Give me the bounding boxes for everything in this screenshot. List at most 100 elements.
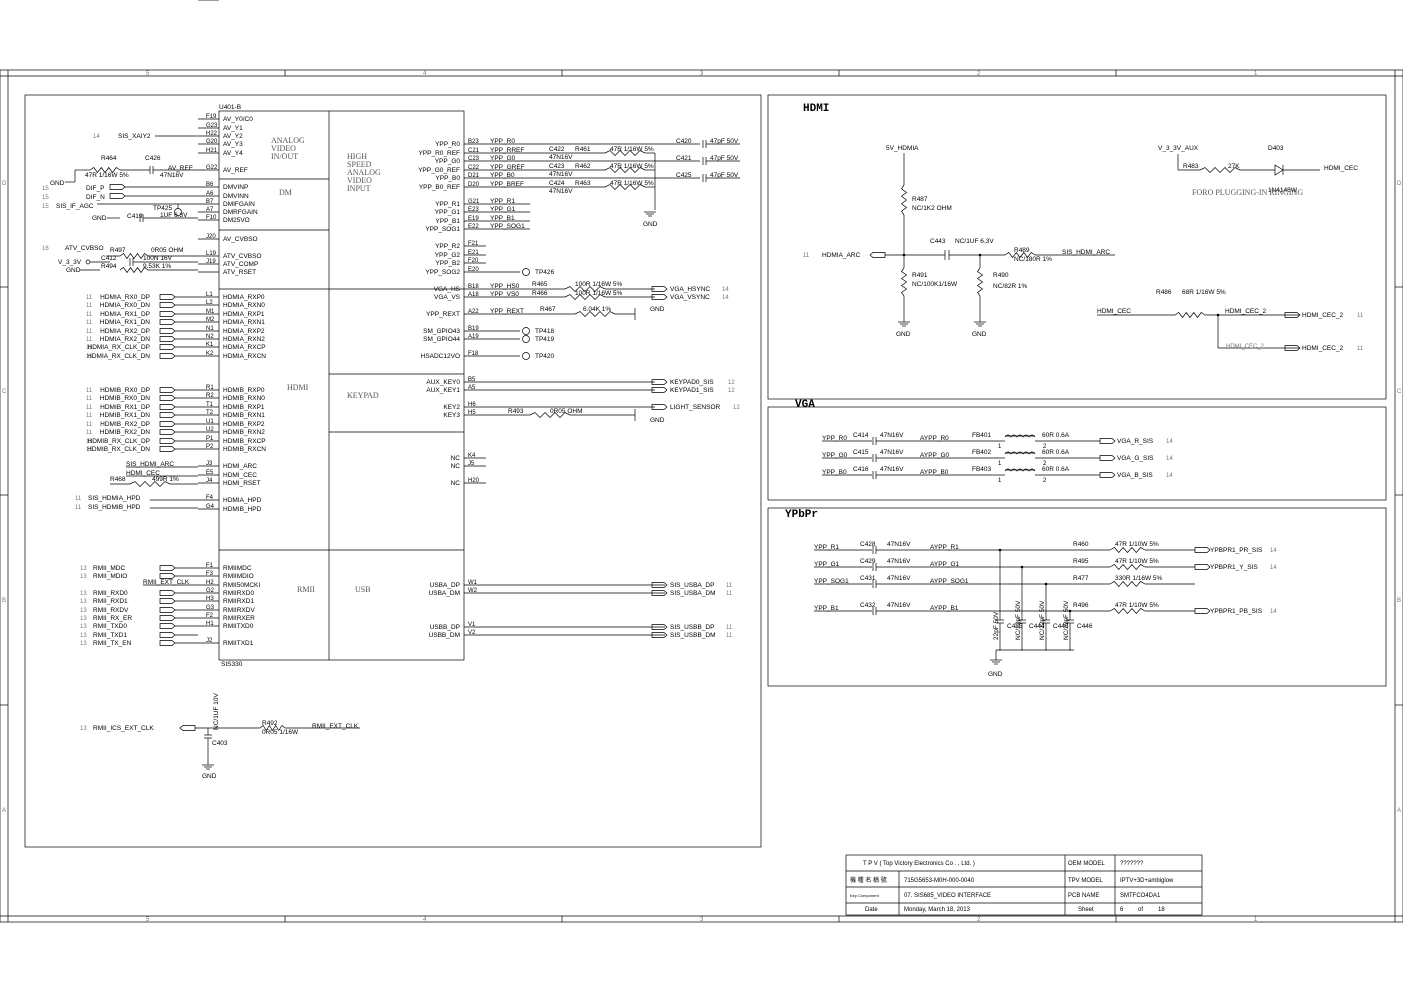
connector-rmii-ics (179, 725, 196, 731)
capacitor-c420 (702, 140, 707, 148)
sheet-ref: 11 (803, 253, 810, 259)
connector-rmii (159, 632, 176, 638)
net-label: HDMI_CEC (126, 470, 160, 477)
chip-pin-name: RMIIMDC (223, 565, 252, 572)
net-label: C431 (860, 575, 876, 582)
chip-pin-number: L2 (206, 300, 213, 306)
chip-pin-number: F20 (468, 258, 479, 264)
sheet-ref: 12 (733, 405, 740, 411)
net-label: SIS_HDMIB_HPD (88, 504, 141, 511)
sheet-label: Sheet (1078, 907, 1094, 913)
net-label: 1N4148W (1268, 187, 1298, 194)
date-label: Date (865, 907, 878, 913)
net-label: NC/100K1/16W (912, 281, 958, 288)
capacitor-vga (872, 454, 877, 462)
chip-pin-number: A5 (468, 385, 476, 391)
ic-ref: U401-B (219, 104, 241, 111)
capacitor-c412 (129, 258, 134, 266)
connector-rmii (159, 623, 176, 629)
connector-hdmib (159, 421, 176, 427)
ferrite-bead (1004, 468, 1036, 472)
sheet-ref: 13 (80, 599, 87, 605)
net-label: VGA_G_SIS (1117, 455, 1154, 462)
net-hdmib: HDMIB_RX0_DN (100, 395, 151, 402)
net-label: FB403 (972, 466, 992, 473)
chip-pin-name: USBB_DM (429, 632, 460, 639)
net-label: TP418 (535, 328, 555, 335)
resistor-r483 (1199, 167, 1241, 173)
chip-pin-number: R2 (206, 393, 214, 399)
net-label: R467 (540, 306, 556, 313)
net-label: C414 (853, 432, 869, 439)
chip-pin-number: V2 (468, 630, 476, 636)
net-label: 47N16V (160, 172, 184, 179)
net-label: YPP_B1 (814, 605, 839, 612)
capacitor-vga (872, 471, 877, 479)
cap-value: 22pF 50V (993, 611, 1000, 640)
resistor-r490 (976, 267, 984, 297)
connector-rmii (159, 640, 176, 646)
net-label: 6.04K 1% (583, 306, 611, 313)
net-label: YPP_GREF (490, 164, 525, 171)
sheet-ref: 11 (86, 430, 93, 436)
net-label: 47R 1/16W 5% (610, 146, 654, 153)
chip-pin-number: U1 (206, 419, 214, 425)
ground-r490 (974, 321, 986, 327)
col-label: 4 (423, 71, 427, 77)
connector-hdmi-cec2 (1284, 312, 1301, 318)
sheet-ref: 14 (93, 134, 100, 140)
row-label: D (2, 181, 7, 187)
cap-ref: C445 (1053, 623, 1069, 630)
section-label-dm: DM (279, 188, 292, 197)
chip-pin-number: B5 (468, 377, 476, 383)
net-label: 47pF 50V (710, 138, 739, 145)
sheet-ref: 13 (80, 574, 87, 580)
chip-pin-name: RMIITXD1 (223, 640, 254, 647)
chip-pin-number: F1 (206, 563, 214, 569)
chip-pin-number: E19 (468, 216, 479, 222)
net-label: 1UF 6.3V (160, 212, 188, 219)
col-label: 3 (700, 917, 704, 923)
net-label: YPP_RREF (490, 147, 524, 154)
connector-hdmia (159, 294, 176, 300)
net-label: 60R 0.6A (1042, 432, 1070, 439)
section-label-line: ANALOG (347, 168, 381, 177)
net-rmii: RMII_RXD1 (93, 598, 128, 605)
section-label-line: INPUT (347, 184, 371, 193)
net-label: 47R 1/10W 5% (1115, 602, 1159, 609)
chip-pin-name: DMVINN (223, 193, 249, 200)
note-text: FORO PLUGGING-IN RINGING (1192, 188, 1303, 197)
net-label: C415 (853, 449, 869, 456)
chip-pin-name: RMIITXD0 (223, 623, 254, 630)
row-label: A (1397, 808, 1401, 814)
connector-rmii (159, 615, 176, 621)
ground-ypp (644, 211, 656, 217)
net-label: R491 (912, 272, 928, 279)
chip-pin-name: VGA_HS (434, 286, 461, 293)
net-label: YPP_R1 (814, 544, 839, 551)
net-label: C429 (860, 558, 876, 565)
chip-pin-number: J19 (206, 259, 216, 265)
net-label: GND (50, 180, 65, 187)
capacitor-c421 (702, 157, 707, 165)
chip-pin-number: E20 (468, 267, 479, 273)
resistor-r468 (129, 481, 171, 487)
net-label: YPP_B1 (490, 215, 515, 222)
chip-pin-number: A6 (206, 191, 214, 197)
chip-pin-name: YPP_REXT (426, 311, 460, 318)
chip-pin-name: AV_Y3 (223, 141, 243, 148)
chip-pin-number: A7 (206, 207, 214, 213)
net-label: GND (92, 215, 107, 222)
connector-hdmia-arc (869, 252, 886, 258)
resistor-ypbpr (1109, 607, 1146, 615)
section-label-line: HIGH (347, 152, 367, 161)
ground-r491 (898, 321, 910, 327)
net-label: AYPP_SOG1 (930, 578, 969, 585)
net-label: TP419 (535, 336, 555, 343)
chip-pin-number: V1 (468, 622, 476, 628)
chip-pin-number: H21 (206, 148, 218, 154)
chip-pin-number: N2 (206, 334, 214, 340)
net-label: 60R 0.6A (1042, 466, 1070, 473)
cap-value: NC/22pF 50V (1039, 600, 1046, 640)
